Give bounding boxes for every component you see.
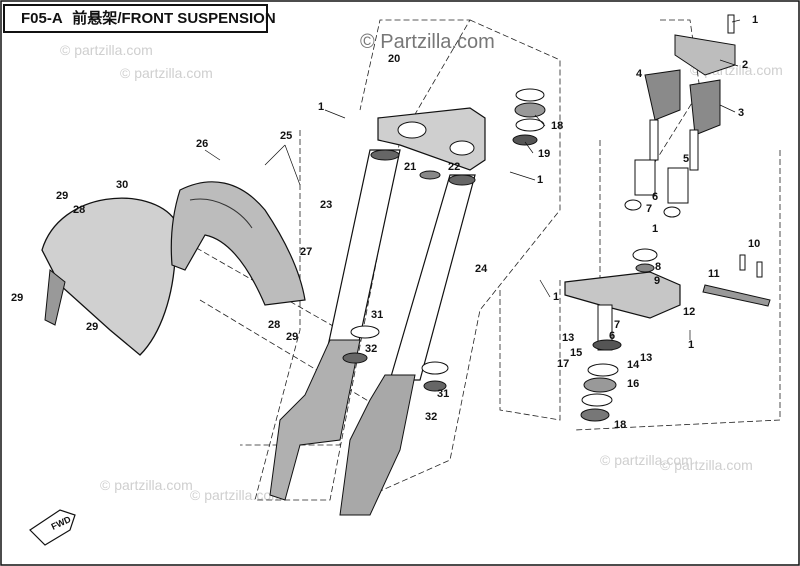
callout-24: 24 (475, 263, 488, 275)
lower-triple-clamp (564, 248, 681, 351)
callout-23: 23 (320, 199, 332, 211)
callout-18: 18 (614, 419, 626, 431)
brake-hose-holder (702, 254, 771, 307)
callout-29: 29 (11, 292, 23, 304)
callout-29: 29 (56, 190, 68, 202)
callout-17: 17 (557, 358, 569, 370)
callout-16: 16 (627, 378, 639, 390)
watermark-text: © partzilla.com (660, 457, 753, 473)
stem-guide-right (574, 150, 781, 431)
callout-8: 8 (655, 261, 661, 273)
watermark-main: © Partzilla.com (360, 31, 495, 53)
callout-15: 15 (570, 347, 582, 359)
callout-29: 29 (86, 321, 98, 333)
callout-12: 12 (683, 306, 695, 318)
callout-1: 1 (537, 174, 543, 186)
callout-13: 13 (640, 352, 652, 364)
callout-19: 19 (538, 148, 550, 160)
callout-labels: 1 1 1 1 1 1 2 3 4 5 6 6 7 7 8 9 10 11 12… (11, 14, 760, 431)
callout-4: 4 (636, 68, 643, 80)
fender-guide-2 (199, 299, 401, 421)
callout-25: 25 (280, 130, 292, 142)
front-fender (41, 197, 177, 356)
bearing-stack-top (512, 88, 546, 146)
callout-29: 29 (286, 331, 298, 343)
top-triple-clamp (377, 107, 486, 171)
callout-9: 9 (654, 275, 660, 287)
callout-1: 1 (318, 101, 324, 113)
watermark-text: © partzilla.com (100, 477, 193, 493)
callout-27: 27 (300, 246, 312, 258)
watermark-text: © partzilla.com (60, 42, 153, 58)
fork-tube-right (339, 174, 476, 516)
callout-14: 14 (627, 359, 640, 371)
callout-18: 18 (551, 120, 563, 132)
callout-11: 11 (708, 268, 720, 280)
callout-22: 22 (448, 161, 460, 173)
callout-6: 6 (609, 330, 615, 342)
watermark-text: © partzilla.com (600, 452, 693, 468)
callout-13: 13 (562, 332, 574, 344)
callout-10: 10 (748, 238, 760, 250)
callout-5: 5 (683, 153, 689, 165)
fwd-arrow-icon: FWD (29, 509, 76, 546)
diagram-title-en: FRONT SUSPENSION (121, 10, 276, 27)
stem-bearing-stack (580, 339, 622, 422)
callout-32: 32 (365, 343, 377, 355)
callout-30: 30 (116, 179, 128, 191)
fork-tube-left (269, 149, 401, 501)
top-cap-assembly (624, 14, 736, 218)
callout-3: 3 (738, 107, 744, 119)
callout-1: 1 (553, 291, 559, 303)
diagram-title: F05-A 前悬架/FRONT SUSPENSION (3, 4, 276, 33)
diagram-code: F05-A (21, 10, 63, 27)
fork-guide-left (254, 19, 471, 501)
callout-20: 20 (388, 53, 400, 65)
callout-32: 32 (425, 411, 437, 423)
callout-31: 31 (371, 309, 383, 321)
diagram-title-slash: / (117, 10, 122, 27)
callout-2: 2 (742, 59, 748, 71)
stem-guide (499, 280, 561, 421)
watermark-text: © partzilla.com (190, 487, 283, 503)
callout-26: 26 (196, 138, 208, 150)
callout-7: 7 (646, 203, 652, 215)
callout-1: 1 (652, 223, 658, 235)
callout-28: 28 (268, 319, 280, 331)
callout-21: 21 (404, 161, 416, 173)
fork-seals (342, 170, 449, 392)
callout-6: 6 (652, 191, 658, 203)
diagram-title-cn: 前悬架 (72, 10, 118, 27)
watermark-layer: © partzilla.com © partzilla.com © partzi… (60, 31, 783, 503)
callout-31: 31 (437, 388, 449, 400)
callout-1: 1 (752, 14, 758, 26)
fender-bracket (170, 181, 306, 306)
leader-lines (204, 19, 741, 340)
callout-1: 1 (688, 339, 694, 351)
callout-28: 28 (73, 204, 85, 216)
callout-7: 7 (614, 319, 620, 331)
fork-guide-right (359, 19, 561, 501)
watermark-text: © partzilla.com (120, 65, 213, 81)
